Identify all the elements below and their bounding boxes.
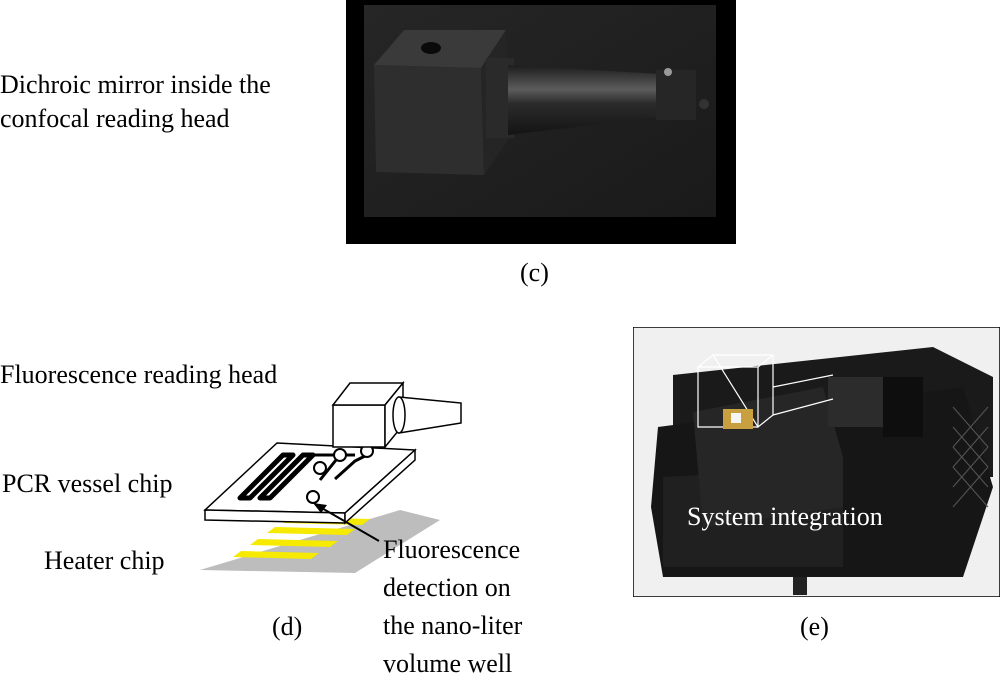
detection-line4: volume well bbox=[383, 649, 513, 678]
box-hole bbox=[421, 42, 441, 54]
caption-c: (c) bbox=[520, 258, 549, 287]
detection-note: Fluorescence detection on the nano-liter… bbox=[383, 531, 522, 683]
reading-head-box-front bbox=[332, 404, 386, 448]
label-pcr-chip: PCR vessel chip bbox=[2, 469, 173, 498]
heater-stripe-1 bbox=[233, 551, 319, 559]
system-integration-label: System integration bbox=[687, 502, 883, 531]
dichroic-description-line2: confocal reading head bbox=[0, 104, 230, 133]
label-heater-chip: Heater chip bbox=[44, 546, 165, 575]
pcr-schematic bbox=[200, 380, 462, 573]
highlight-outline bbox=[697, 354, 834, 428]
dichroic-description-line1: Dichroic mirror inside the bbox=[0, 70, 271, 99]
detection-arrow bbox=[319, 506, 380, 542]
reading-head-cone bbox=[508, 65, 676, 135]
caption-d: (d) bbox=[272, 612, 303, 641]
side-mesh bbox=[952, 406, 989, 508]
well-2 bbox=[333, 448, 347, 462]
confocal-head-photo bbox=[346, 0, 736, 244]
heater-stripe-2 bbox=[250, 539, 338, 547]
caption-e: (e) bbox=[800, 612, 829, 641]
system-integration-photo bbox=[633, 327, 1000, 597]
dichroic-description: Dichroic mirror inside the confocal read… bbox=[0, 68, 326, 136]
reading-head-cone bbox=[398, 396, 462, 434]
detection-line1: Fluorescence bbox=[383, 535, 521, 564]
heater-stripe-3 bbox=[267, 527, 355, 535]
well-1 bbox=[313, 461, 327, 475]
label-reading-head: Fluorescence reading head bbox=[0, 360, 278, 389]
well-3 bbox=[306, 490, 320, 504]
detection-line2: detection on bbox=[383, 573, 511, 602]
pcr-chip-front bbox=[204, 509, 346, 524]
serpentine-channel bbox=[237, 452, 316, 501]
detection-line3: the nano-liter bbox=[383, 611, 523, 640]
